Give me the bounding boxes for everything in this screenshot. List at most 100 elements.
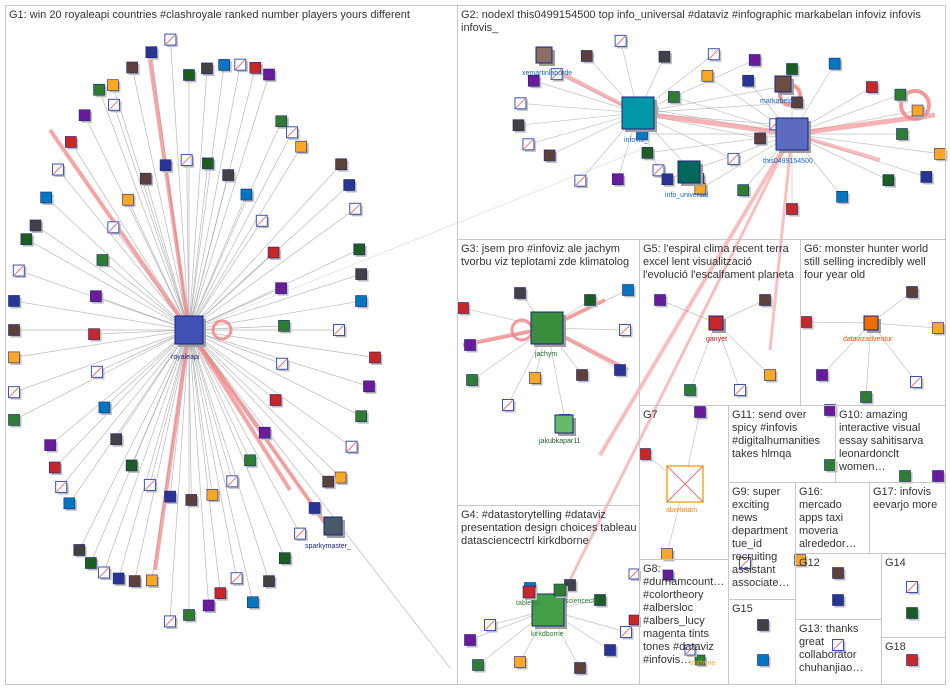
node-box	[183, 69, 195, 81]
node-g1	[247, 596, 261, 610]
node-placeholder-slash	[287, 127, 297, 138]
node-box	[159, 159, 172, 172]
node-g2	[543, 149, 558, 163]
edge-g1	[26, 238, 190, 331]
node-placeholder-slash	[685, 645, 695, 655]
hub-sparkymaster	[323, 516, 345, 538]
edge-g2	[791, 133, 941, 155]
group-panel-g7	[639, 405, 729, 560]
node-g1	[85, 557, 99, 571]
node-box	[65, 136, 77, 148]
node-g4	[472, 659, 486, 673]
node-g1	[275, 115, 289, 129]
edge-g1-strong	[187, 328, 292, 492]
node-g5	[759, 294, 773, 308]
node-placeholder-slash	[621, 627, 631, 637]
node-box	[684, 384, 696, 396]
hub-box	[535, 46, 553, 64]
edge-g1	[103, 329, 190, 573]
node-g1	[355, 410, 369, 424]
edge-g1	[188, 164, 342, 331]
node-placeholder-slash	[277, 358, 287, 369]
node-box	[911, 104, 924, 117]
edge-g1	[188, 329, 192, 500]
node-g1	[279, 552, 293, 566]
node-g1	[276, 357, 290, 372]
group-label-g18: G18	[885, 641, 906, 653]
edge-g1	[188, 174, 229, 331]
node-g2	[668, 91, 682, 105]
edge-g1	[127, 199, 190, 331]
node-placeholder-slash	[740, 558, 750, 568]
node-g1	[8, 324, 22, 338]
edge-g1	[188, 329, 376, 358]
node-g5	[764, 369, 778, 383]
node-labels-layer: royaleapi sparkymaster_ xemartinlaborde …	[171, 70, 893, 667]
node-g2	[522, 138, 536, 152]
node-g1	[353, 243, 367, 257]
node-g2	[791, 96, 805, 110]
node-box	[906, 654, 918, 666]
node-g1	[145, 574, 160, 588]
node-box	[73, 544, 86, 556]
node-box	[240, 188, 253, 201]
node-g2	[701, 69, 715, 84]
node-box	[93, 83, 105, 96]
node-box	[334, 471, 347, 484]
edge-g2-strong	[637, 110, 793, 137]
edge-g1	[188, 329, 254, 603]
node-placeholder-slash	[907, 582, 917, 592]
node-g3	[584, 294, 598, 308]
node-box	[832, 594, 844, 606]
node-box	[737, 184, 749, 196]
edge-g1	[188, 329, 210, 606]
node-g1	[122, 193, 136, 208]
nodes-layer	[8, 33, 948, 676]
node-box	[267, 246, 280, 259]
node-box	[263, 68, 275, 81]
node-label-jakubkapar11: jakubkapar11	[538, 438, 581, 445]
edge-g2	[533, 80, 639, 114]
node-box	[662, 569, 674, 581]
edge-g1	[13, 329, 190, 358]
node-g1	[240, 188, 254, 203]
node-small-group	[899, 470, 913, 484]
node-small-group	[906, 581, 920, 595]
edge-g1	[54, 329, 190, 468]
group-label-g12: G12	[799, 557, 820, 569]
node-g1	[269, 394, 284, 408]
edge-g1	[45, 197, 190, 331]
node-g3	[502, 399, 516, 413]
node-box	[694, 654, 706, 666]
node-g1	[63, 497, 77, 511]
edge-g1	[57, 169, 190, 331]
node-g2	[742, 74, 756, 89]
node-g1	[8, 295, 22, 309]
hub-this0499154500	[775, 117, 811, 153]
self-loop	[899, 89, 931, 121]
node-box	[122, 193, 134, 206]
node-g2	[748, 54, 763, 68]
node-box	[369, 351, 381, 364]
node-g2	[894, 88, 908, 103]
node-g1	[355, 295, 369, 309]
node-placeholder-slash	[334, 325, 344, 335]
edge-g1	[18, 270, 190, 331]
node-placeholder-slash	[708, 49, 719, 60]
node-label-markabelan: markabelan	[760, 98, 797, 105]
node-box	[279, 552, 291, 564]
node-g1	[263, 68, 277, 83]
node-label-kirkdborne: kirkdborne	[531, 631, 564, 638]
node-box	[614, 364, 626, 376]
node-box	[866, 81, 878, 93]
edge-g1	[60, 329, 190, 488]
node-small-group	[906, 607, 920, 621]
edge-g1	[131, 329, 190, 466]
edge-g1	[188, 329, 341, 478]
edge-g1-strong	[153, 329, 191, 571]
node-placeholder-slash	[227, 476, 238, 487]
hub-box	[530, 311, 564, 345]
node-tableau	[522, 585, 537, 600]
node-g1	[8, 386, 22, 400]
